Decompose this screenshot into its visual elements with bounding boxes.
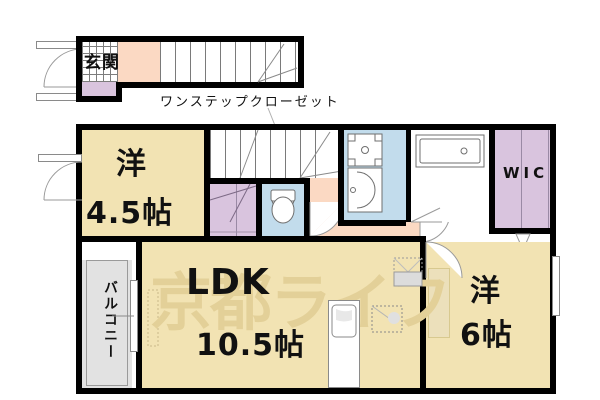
room-4-5-size: 4.5帖 [86, 196, 174, 231]
balcony-floor [82, 260, 132, 388]
wic-floor [495, 130, 550, 228]
ldk-wall-right [420, 242, 426, 388]
closet-wall-right [256, 184, 262, 242]
washroom-wall-left [338, 130, 344, 226]
washroom-floor [344, 130, 406, 222]
one-step-closet-note: ワンステップクローゼット [160, 95, 340, 110]
ldk-size: 10.5帖 [196, 328, 306, 363]
ldk-balcony-sliding-door [130, 280, 138, 352]
upper-strip-wall-left [76, 36, 82, 102]
main-wall-top [76, 124, 556, 130]
wic-label: WIC [503, 164, 549, 182]
room-4-5-label: 洋 [116, 147, 147, 182]
bathroom-floor [411, 130, 489, 222]
entrance-tile-floor [82, 42, 118, 82]
balcony-label: バルコニー [102, 280, 118, 360]
wic-wall-bottom [489, 228, 556, 234]
toilet-wall-bottom [262, 236, 310, 242]
room-4-5-window [38, 154, 82, 162]
ldk-top-wall-left-seg [136, 236, 210, 242]
main-wall-left [76, 124, 82, 394]
under-stair-closet [210, 184, 256, 240]
room-6-window [552, 256, 560, 316]
balcony-rail-inner [86, 260, 128, 386]
ldk-label: LDK [186, 262, 270, 303]
bathroom-wall-right [489, 124, 495, 228]
inner-stairs-run [210, 130, 330, 178]
entrance-shoe-cabinet [82, 82, 116, 96]
ldk-wall-left [136, 242, 142, 388]
stairs-run [160, 42, 298, 82]
entrance-lower-wall-right [116, 82, 122, 102]
upper-strip-wall-right [298, 36, 304, 88]
upper-strip-wall-bottom [76, 82, 304, 88]
inner-stairs-wall-bottom [210, 178, 330, 184]
washroom-wall-bottom [338, 220, 406, 226]
washroom-wall-right [406, 130, 411, 222]
room-6-label: 洋 [470, 274, 501, 309]
entrance-lower-wall-bottom [76, 96, 122, 102]
room-6-size: 6帖 [460, 318, 513, 353]
room-western-4-5-floor [82, 130, 208, 236]
upper-strip-wall-top [76, 36, 304, 42]
kitchen-counter [328, 300, 360, 388]
main-wall-bottom [76, 388, 556, 394]
entrance-hall-floor [118, 42, 160, 82]
toilet-room-floor [262, 184, 304, 242]
toilet-wall-right [304, 178, 310, 242]
closet-wall-bottom [210, 236, 262, 242]
room-4-5-wall-right [204, 130, 210, 240]
ldk-top-wall-right-seg [310, 236, 426, 242]
room6-closet-strip [428, 268, 450, 338]
entrance-label: 玄関 [84, 53, 120, 73]
ldk-floor [142, 242, 420, 388]
